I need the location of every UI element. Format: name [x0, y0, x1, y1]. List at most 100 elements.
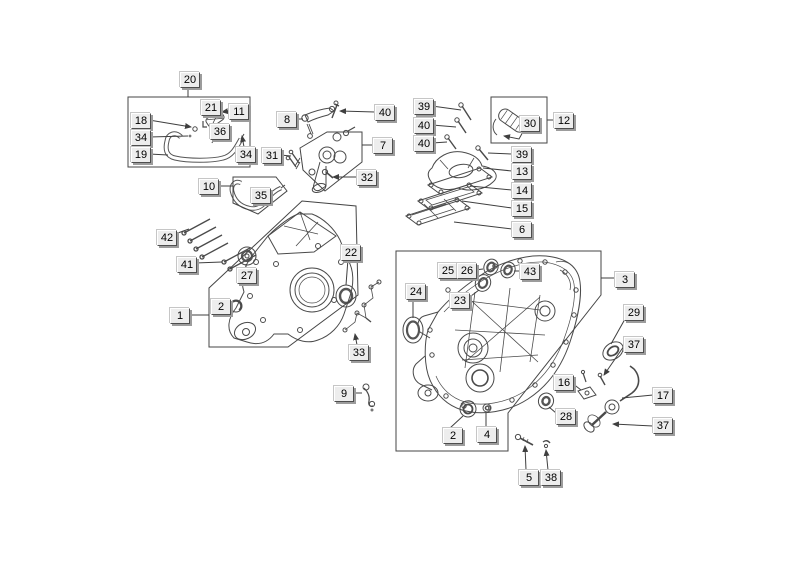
leader-part-39 [431, 105, 462, 111]
leader-part-2 [449, 415, 464, 429]
part-callout-39[interactable]: 39 [512, 147, 532, 163]
part-callout-36[interactable]: 36 [210, 124, 230, 140]
oil-pipe-17-drawing [583, 365, 640, 433]
leader-part-34 [240, 135, 247, 148]
part-callout-4[interactable]: 4 [477, 427, 497, 443]
part-callout-21[interactable]: 21 [201, 100, 221, 116]
part-callout-16[interactable]: 16 [554, 375, 574, 391]
leader-part-34 [148, 135, 189, 138]
part-callout-43[interactable]: 43 [520, 264, 540, 280]
part-callout-40[interactable]: 40 [414, 118, 434, 134]
part-callout-30[interactable]: 30 [520, 116, 540, 132]
part-callout-31[interactable]: 31 [262, 148, 282, 164]
group-boxes [127, 96, 602, 452]
part-callout-37[interactable]: 37 [624, 337, 644, 353]
poly-group-1 [208, 200, 359, 348]
part-callout-18[interactable]: 18 [131, 113, 151, 129]
part-callout-11[interactable]: 11 [229, 104, 249, 120]
bracket-9-drawing [362, 383, 376, 412]
part-callout-29[interactable]: 29 [624, 305, 644, 321]
part-callout-41[interactable]: 41 [177, 257, 197, 273]
leader-part-39 [487, 152, 513, 155]
part-callout-35[interactable]: 35 [251, 188, 271, 204]
leader-part-40 [431, 124, 457, 128]
part-callout-26[interactable]: 26 [457, 263, 477, 279]
rocker-arm-drawing [301, 100, 340, 139]
washer-38-drawing [542, 440, 551, 449]
intake-manifold-drawing [427, 151, 497, 191]
sensor-screws-33-drawing [342, 279, 382, 333]
leader-part-28 [548, 406, 557, 414]
part-callout-24[interactable]: 24 [406, 284, 426, 300]
leader-part-38 [543, 449, 550, 471]
part-callout-2[interactable]: 2 [211, 299, 231, 315]
part-callout-13[interactable]: 13 [512, 164, 532, 180]
leader-part-15 [461, 200, 513, 209]
part-callout-5[interactable]: 5 [519, 470, 539, 486]
part-callout-6[interactable]: 6 [512, 222, 532, 238]
seal-29-drawing [602, 341, 624, 361]
part-callout-22[interactable]: 22 [341, 245, 361, 261]
part-callout-39[interactable]: 39 [414, 99, 434, 115]
leader-part-22 [345, 258, 349, 286]
leader-part-30 [503, 129, 525, 141]
part-callout-12[interactable]: 12 [554, 113, 574, 129]
nut-4-drawing [482, 403, 492, 413]
pump-screws-drawing [285, 149, 334, 179]
part-callout-10[interactable]: 10 [199, 179, 219, 195]
leader-part-18 [148, 119, 192, 129]
part-callout-42[interactable]: 42 [157, 230, 177, 246]
grommet-28-drawing [537, 392, 555, 410]
part-callout-7[interactable]: 7 [373, 138, 393, 154]
leader-part-40 [431, 141, 448, 144]
screw-37-drawing [597, 372, 606, 386]
leader-part-29 [610, 318, 626, 345]
leader-part-37 [612, 421, 654, 428]
leader-part-19 [148, 153, 169, 156]
crank-bearings-drawing [474, 258, 516, 292]
part-callout-37[interactable]: 37 [653, 418, 673, 434]
part-callout-34[interactable]: 34 [236, 147, 256, 163]
part-callout-15[interactable]: 15 [512, 201, 532, 217]
part-callout-40[interactable]: 40 [414, 136, 434, 152]
leader-part-5 [522, 445, 529, 471]
leader-part-42 [174, 228, 190, 235]
part-callout-1[interactable]: 1 [170, 308, 190, 324]
part-callout-19[interactable]: 19 [131, 147, 151, 163]
part-callout-9[interactable]: 9 [334, 386, 354, 402]
part-callout-17[interactable]: 17 [653, 388, 673, 404]
part-callout-28[interactable]: 28 [556, 409, 576, 425]
leader-lines [148, 86, 654, 471]
part-callout-20[interactable]: 20 [180, 72, 200, 88]
poly-group-7 [299, 131, 363, 192]
part-callout-34[interactable]: 34 [131, 130, 151, 146]
part-callout-23[interactable]: 23 [450, 293, 470, 309]
leader-part-13 [482, 167, 513, 172]
box-group-20 [127, 96, 251, 168]
manifold-bolts-drawing [444, 102, 489, 161]
part-callout-2[interactable]: 2 [443, 428, 463, 444]
box-group-12 [490, 96, 548, 144]
part-callout-33[interactable]: 33 [349, 345, 369, 361]
part-callout-40[interactable]: 40 [375, 105, 395, 121]
screw-5-drawing [514, 433, 534, 446]
part-callout-8[interactable]: 8 [277, 112, 297, 128]
right-crankcase-drawing [412, 255, 581, 414]
part-callout-3[interactable]: 3 [615, 272, 635, 288]
part-callout-32[interactable]: 32 [357, 170, 377, 186]
leader-part-40 [339, 108, 376, 115]
leader-part-41 [194, 261, 223, 264]
leader-part-11 [221, 108, 230, 115]
part-callout-14[interactable]: 14 [512, 183, 532, 199]
leader-part-33 [353, 333, 360, 346]
stud-bolts-drawing [181, 218, 257, 272]
leader-part-14 [469, 185, 513, 191]
part-callout-25[interactable]: 25 [438, 263, 458, 279]
poly-group-3 [395, 250, 602, 452]
poly-group-10 [232, 176, 288, 215]
bushing-2-drawing [459, 400, 477, 418]
part-callout-38[interactable]: 38 [541, 470, 561, 486]
part-callout-27[interactable]: 27 [237, 268, 257, 284]
